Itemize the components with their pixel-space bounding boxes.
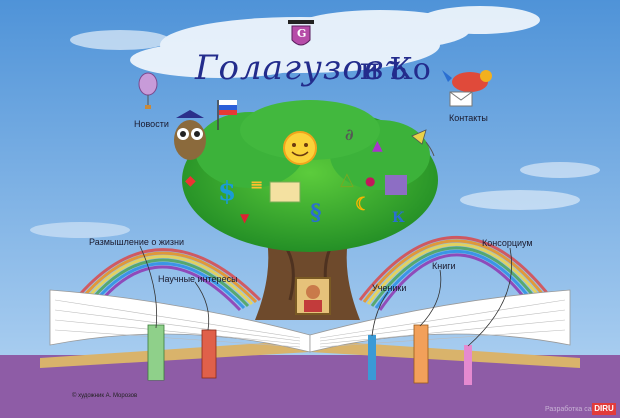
sun-icon: [283, 131, 317, 165]
svg-text:▲: ▲: [372, 138, 383, 154]
svg-text:☾: ☾: [355, 194, 371, 215]
bookmark-books[interactable]: [413, 324, 429, 384]
svg-text:◆: ◆: [185, 173, 196, 189]
bookmark-students[interactable]: [368, 335, 376, 380]
logo-monogram: G: [297, 27, 307, 40]
nav-contacts[interactable]: Контакты: [449, 113, 488, 123]
nav-consortium[interactable]: Консорциум: [482, 238, 533, 248]
bookmark-consortium[interactable]: [464, 345, 472, 385]
logo-suffix: и Ко: [360, 52, 431, 87]
artist-credit: © художник А. Морозов: [72, 393, 138, 399]
tree-symbols: $ ◆ ≡ △ ▲ ∂ § К ▼ ☾ ●: [185, 125, 407, 226]
svg-text:$: $: [218, 177, 236, 207]
flag-icon: [217, 100, 237, 130]
owl-icon: [174, 110, 206, 160]
nav-students[interactable]: Ученики: [372, 283, 407, 293]
svg-text:К: К: [392, 210, 405, 226]
diru-badge[interactable]: DIRU: [592, 403, 616, 415]
tree-trunk: [255, 230, 360, 320]
logo-title[interactable]: Голагузовъ: [195, 48, 409, 88]
bird-mail-icon[interactable]: [442, 70, 492, 107]
balloon-icon[interactable]: [138, 72, 158, 109]
leader-lines: [139, 245, 512, 347]
kite-icon: [411, 129, 435, 157]
bookmark-reflections[interactable]: [147, 324, 165, 381]
svg-text:≡: ≡: [250, 175, 263, 194]
logo-shield[interactable]: [288, 20, 314, 46]
svg-text:●: ●: [365, 174, 375, 188]
svg-text:∂: ∂: [345, 125, 354, 144]
nav-books[interactable]: Книги: [432, 261, 456, 271]
nav-interests[interactable]: Научные интересы: [158, 274, 238, 284]
portrait[interactable]: [295, 277, 331, 315]
svg-text:△: △: [340, 169, 354, 190]
svg-text:§: §: [310, 200, 322, 226]
nav-reflections[interactable]: Размышление о жизни: [89, 237, 185, 247]
bookmark-interests[interactable]: [201, 329, 217, 379]
rainbow-right: [358, 236, 562, 321]
developer-link[interactable]: Разработка сайта: [545, 406, 603, 413]
svg-text:▼: ▼: [240, 211, 250, 225]
nav-news[interactable]: Новости: [134, 119, 169, 129]
